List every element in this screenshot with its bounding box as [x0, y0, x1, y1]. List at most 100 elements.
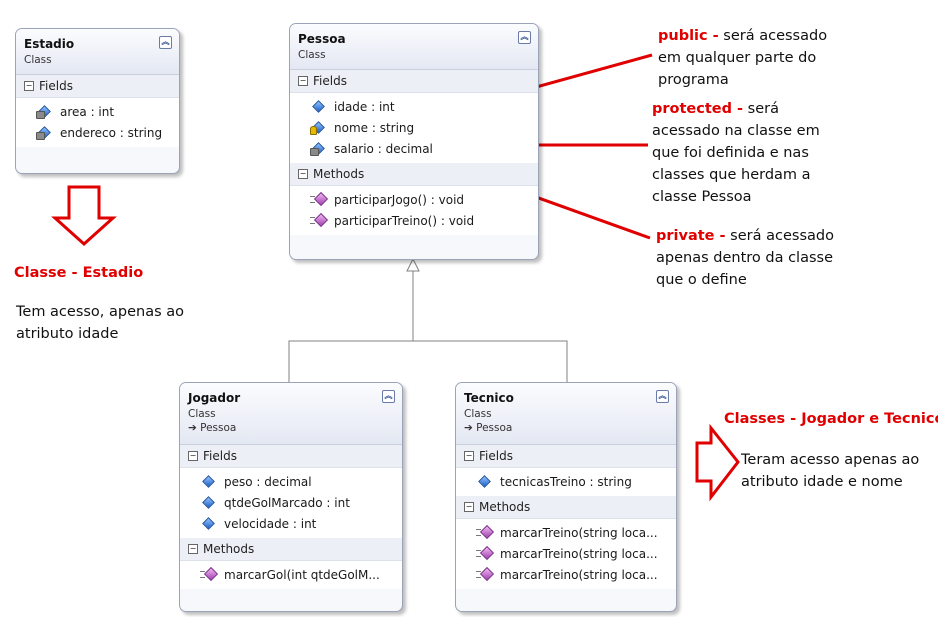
method-label: marcarTreino(string loca... — [500, 546, 658, 561]
field-icon — [310, 99, 326, 114]
method-item[interactable]: marcarTreino(string loca... — [456, 543, 676, 564]
field-label: idade : int — [334, 99, 395, 114]
methods-list: marcarTreino(string loca... marcarTreino… — [456, 519, 676, 589]
fields-section-header[interactable]: − Fields — [180, 445, 402, 468]
minus-box-icon[interactable]: − — [464, 451, 474, 461]
class-jogador[interactable]: Jogador Class ➔ Pessoa ︽ − Fields peso :… — [179, 382, 403, 612]
class-header: Tecnico Class ➔ Pessoa ︽ — [456, 383, 676, 445]
private-description: será acessado apenas dentro da classe qu… — [656, 228, 834, 288]
field-label: tecnicasTreino : string — [500, 474, 632, 489]
private-field-icon — [36, 104, 52, 119]
field-icon — [200, 474, 216, 489]
arrow-right-icon: ➔ — [464, 422, 477, 434]
field-item[interactable]: nome : string — [290, 117, 538, 138]
field-item[interactable]: area : int — [16, 101, 179, 122]
method-label: participarJogo() : void — [334, 192, 465, 207]
class-name: Pessoa — [298, 32, 346, 46]
protected-field-icon — [310, 120, 326, 135]
minus-box-icon[interactable]: − — [24, 81, 34, 91]
double-chevron-up-icon[interactable]: ︽ — [656, 390, 669, 403]
method-label: participarTreino() : void — [334, 213, 475, 228]
subclasses-description: Teram acesso apenas ao atributo idade e … — [741, 452, 920, 490]
field-item[interactable]: velocidade : int — [180, 513, 402, 534]
methods-section-header[interactable]: − Methods — [180, 538, 402, 561]
arrow-right-icon: ➔ — [188, 422, 201, 434]
field-item[interactable]: tecnicasTreino : string — [456, 471, 676, 492]
field-label: area : int — [60, 104, 115, 119]
base-class: ➔ Pessoa — [464, 422, 668, 434]
fields-list: idade : int nome : string salario : deci… — [290, 93, 538, 163]
fields-section-header[interactable]: − Fields — [456, 445, 676, 468]
field-icon — [200, 495, 216, 510]
method-icon — [476, 545, 495, 561]
field-item[interactable]: salario : decimal — [290, 138, 538, 159]
minus-box-icon[interactable]: − — [298, 76, 308, 86]
fields-list: peso : decimal qtdeGolMarcado : int velo… — [180, 468, 402, 538]
field-label: peso : decimal — [224, 474, 312, 489]
class-stereotype: Class — [464, 408, 492, 420]
method-item[interactable]: participarTreino() : void — [290, 210, 538, 231]
private-keyword: private - — [656, 228, 726, 244]
private-field-icon — [310, 141, 326, 156]
fields-section-header[interactable]: − Fields — [16, 75, 179, 98]
double-chevron-up-icon[interactable]: ︽ — [159, 36, 172, 49]
fields-section-header[interactable]: − Fields — [290, 70, 538, 93]
field-item[interactable]: idade : int — [290, 96, 538, 117]
down-arrow-icon — [51, 185, 117, 247]
protected-annotation: protected - será acessado na classe em q… — [652, 98, 842, 208]
estadio-description: Tem acesso, apenas ao atributo idade — [16, 304, 185, 342]
fields-label: Fields — [479, 449, 513, 463]
class-name: Jogador — [188, 391, 241, 405]
private-annotation: private - será acessado apenas dentro da… — [656, 225, 846, 291]
field-item[interactable]: qtdeGolMarcado : int — [180, 492, 402, 513]
fields-list: area : int endereco : string — [16, 98, 179, 147]
fields-label: Fields — [203, 449, 237, 463]
class-tecnico[interactable]: Tecnico Class ➔ Pessoa ︽ − Fields tecnic… — [455, 382, 677, 612]
methods-label: Methods — [479, 500, 531, 514]
class-header: Estadio Class ︽ — [16, 29, 179, 75]
class-estadio[interactable]: Estadio Class ︽ − Fields area : int ende… — [15, 28, 180, 174]
subclasses-title: Classes - Jogador e Tecnico — [724, 411, 938, 427]
protected-description: será acessado na classe em que foi defin… — [652, 101, 820, 205]
inheritance-line-jogador — [288, 340, 568, 382]
minus-box-icon[interactable]: − — [298, 169, 308, 179]
method-icon — [200, 566, 219, 582]
protected-keyword: protected - — [652, 101, 744, 117]
minus-box-icon[interactable]: − — [188, 544, 198, 554]
private-field-icon — [36, 125, 52, 140]
right-arrow-icon — [695, 423, 740, 502]
base-class: ➔ Pessoa — [188, 422, 394, 434]
method-item[interactable]: marcarGol(int qtdeGolM... — [180, 564, 402, 585]
class-header: Jogador Class ➔ Pessoa ︽ — [180, 383, 402, 445]
double-chevron-up-icon[interactable]: ︽ — [518, 31, 531, 44]
field-label: nome : string — [334, 120, 415, 135]
class-stereotype: Class — [24, 54, 52, 66]
method-icon — [476, 566, 495, 582]
field-item[interactable]: endereco : string — [16, 122, 179, 143]
class-pessoa[interactable]: Pessoa Class ︽ − Fields idade : int nome… — [289, 23, 539, 260]
class-name: Estadio — [24, 37, 75, 51]
method-item[interactable]: marcarTreino(string loca... — [456, 564, 676, 585]
methods-section-header[interactable]: − Methods — [290, 163, 538, 186]
method-item[interactable]: participarJogo() : void — [290, 189, 538, 210]
public-description: será acessado em qualquer parte do progr… — [658, 28, 828, 88]
class-stereotype: Class — [298, 49, 326, 61]
minus-box-icon[interactable]: − — [188, 451, 198, 461]
inheritance-arrowhead — [406, 257, 420, 272]
class-header: Pessoa Class ︽ — [290, 24, 538, 70]
public-keyword: public - — [658, 28, 719, 44]
fields-list: tecnicasTreino : string — [456, 468, 676, 496]
field-label: salario : decimal — [334, 141, 433, 156]
field-item[interactable]: peso : decimal — [180, 471, 402, 492]
method-label: marcarGol(int qtdeGolM... — [224, 567, 380, 582]
method-item[interactable]: marcarTreino(string loca... — [456, 522, 676, 543]
class-stereotype: Class — [188, 408, 216, 420]
methods-section-header[interactable]: − Methods — [456, 496, 676, 519]
fields-label: Fields — [39, 79, 73, 93]
methods-list: marcarGol(int qtdeGolM... — [180, 561, 402, 589]
methods-label: Methods — [313, 167, 365, 181]
methods-list: participarJogo() : void participarTreino… — [290, 186, 538, 235]
public-annotation: public - será acessado em qualquer parte… — [658, 25, 843, 91]
minus-box-icon[interactable]: − — [464, 502, 474, 512]
double-chevron-up-icon[interactable]: ︽ — [382, 390, 395, 403]
